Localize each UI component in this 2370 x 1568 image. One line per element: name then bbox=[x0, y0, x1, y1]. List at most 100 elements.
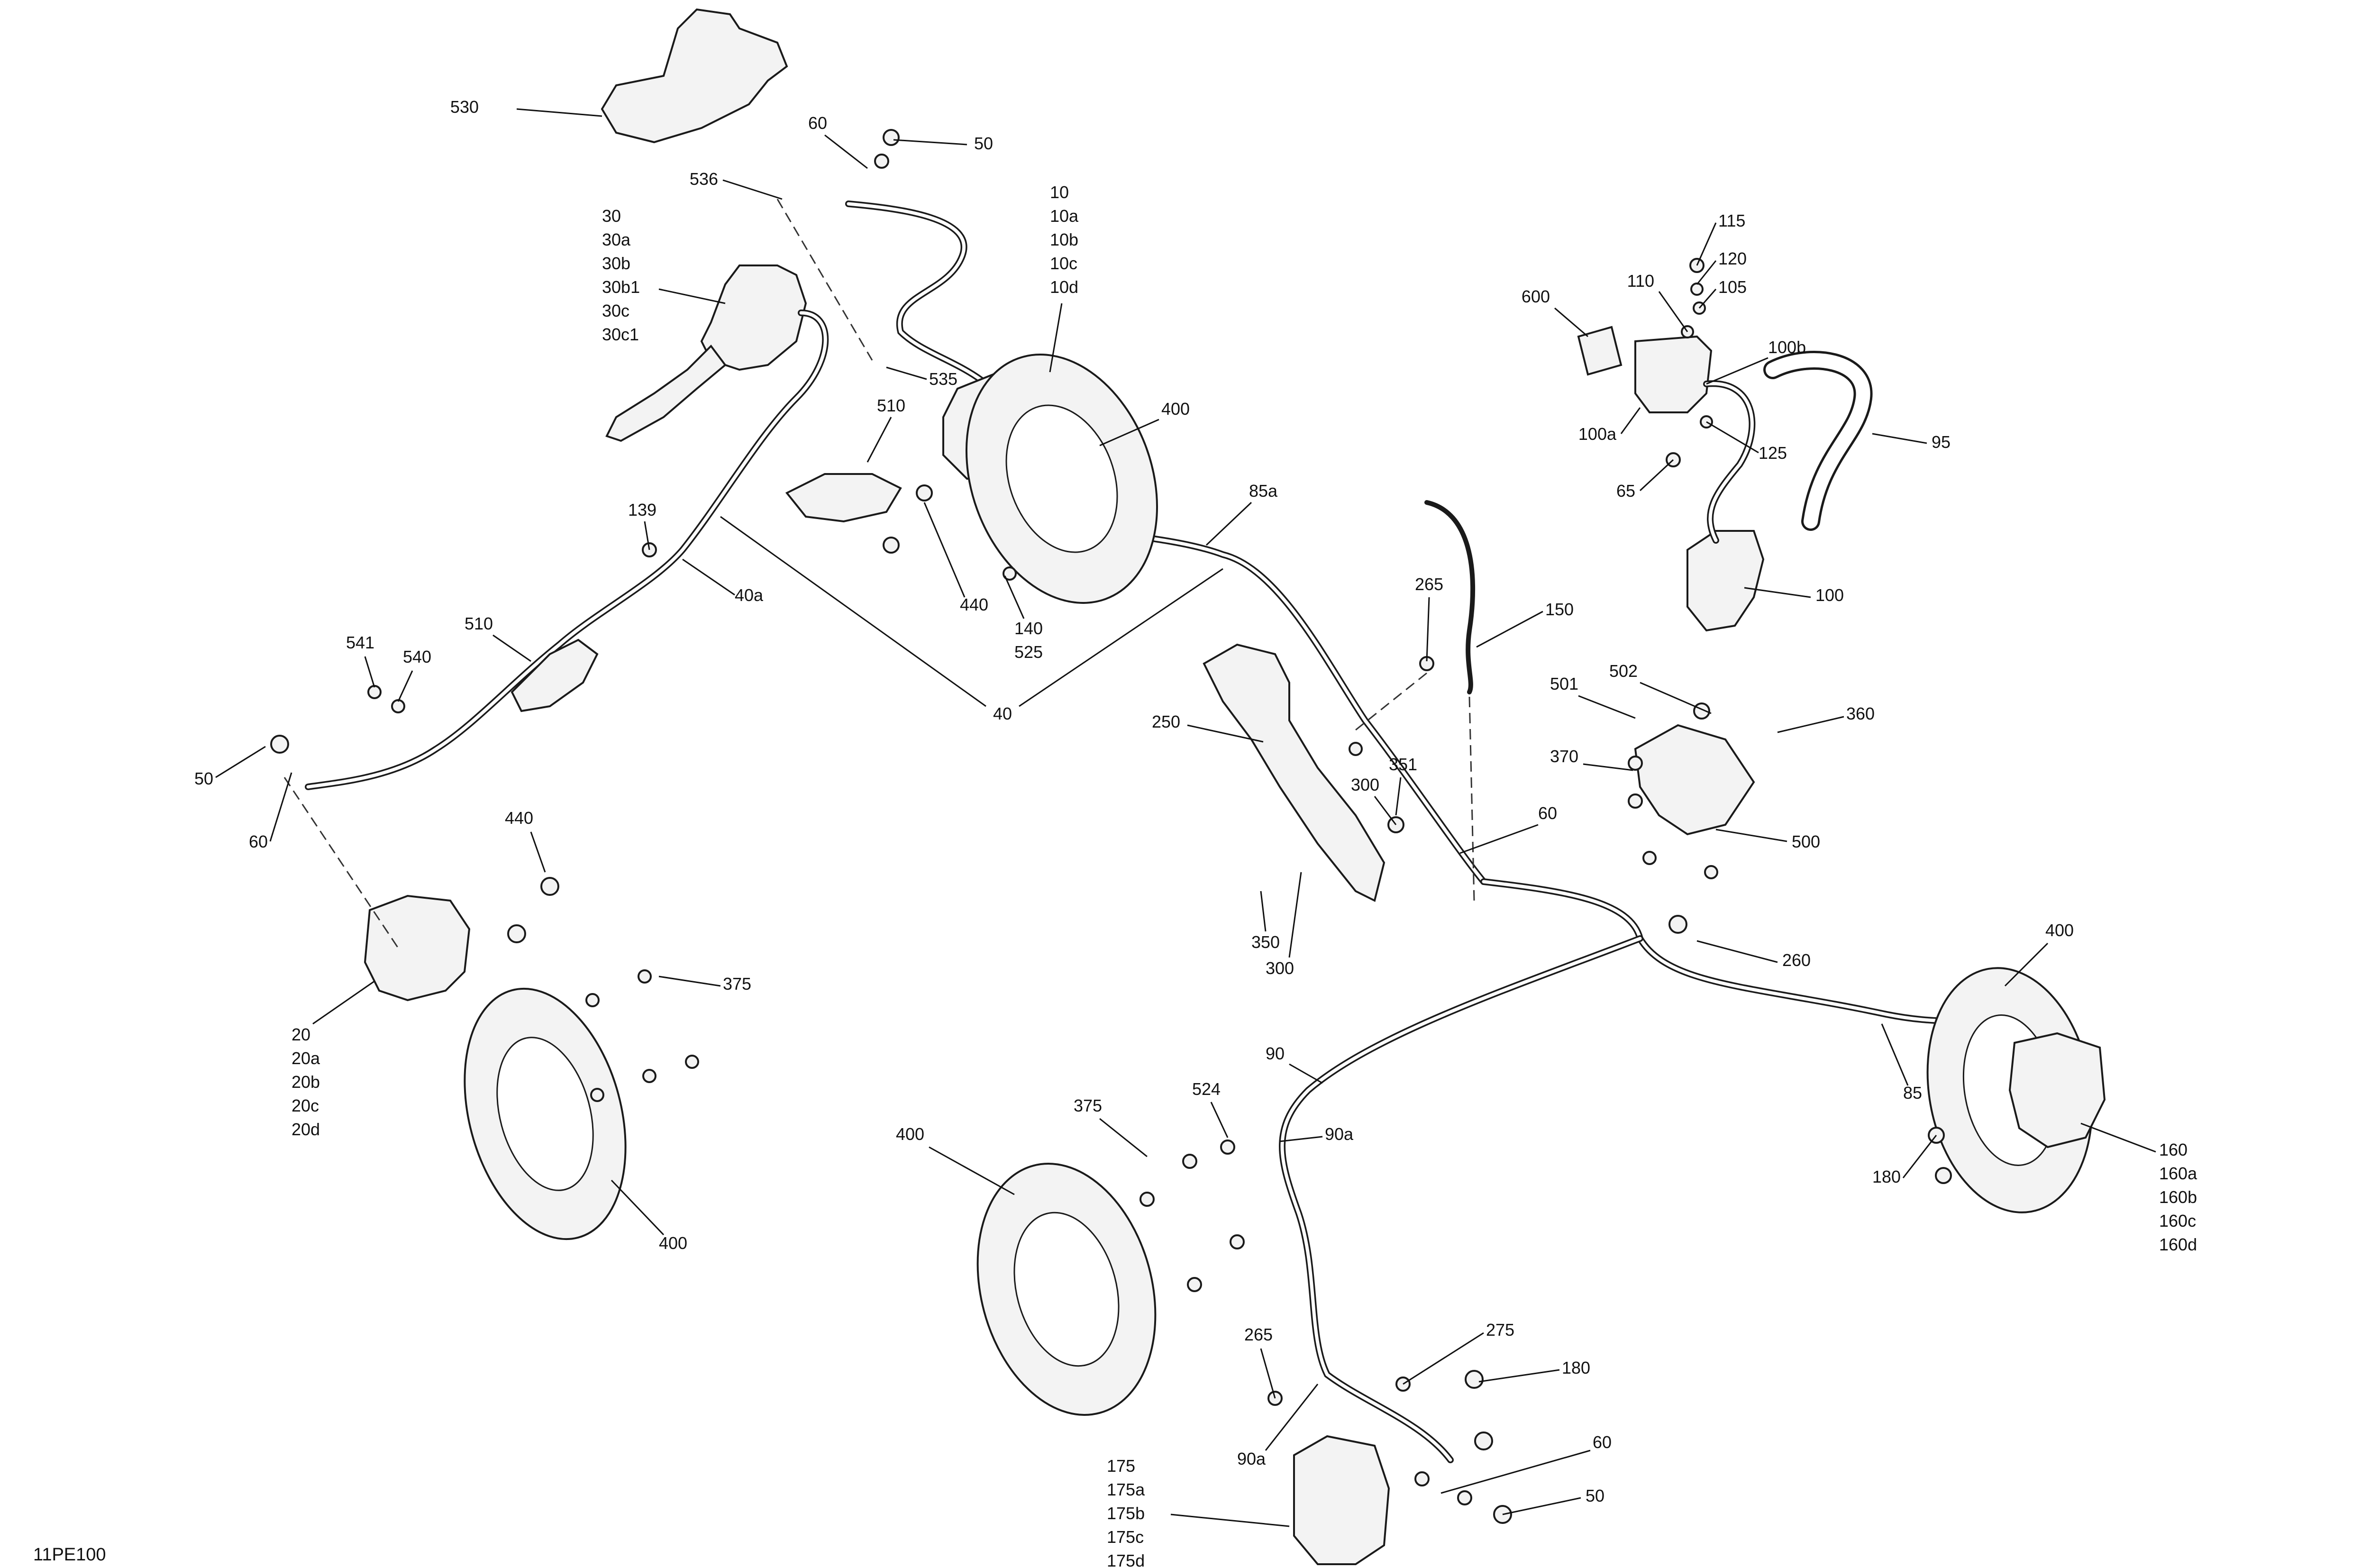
callout-c140: 140 bbox=[1014, 619, 1043, 638]
callout-leader-c536 bbox=[722, 179, 783, 200]
callout-leader-c150 bbox=[1476, 611, 1543, 648]
callout-c120: 120 bbox=[1718, 249, 1747, 268]
callout-leader-c400a bbox=[1099, 419, 1159, 447]
callout-leader-c50b bbox=[215, 746, 266, 778]
line-art bbox=[270, 8, 2106, 1565]
callout-c20c: 20c bbox=[292, 1096, 319, 1115]
clamp-600 bbox=[1577, 326, 1623, 376]
callout-c30b1: 30b1 bbox=[602, 277, 640, 297]
callout-leader-c501 bbox=[1578, 695, 1636, 719]
callout-leader-c530 bbox=[516, 108, 602, 117]
callout-c530: 530 bbox=[450, 97, 479, 117]
callout-leader-c40a bbox=[682, 558, 735, 596]
callout-leader-c140 bbox=[1004, 575, 1025, 619]
reservoir-hose-100b bbox=[1703, 380, 1756, 544]
callout-c250: 250 bbox=[1152, 712, 1180, 731]
callout-c600: 600 bbox=[1522, 287, 1550, 306]
callout-c501: 501 bbox=[1550, 674, 1578, 693]
callout-c50b: 50 bbox=[194, 769, 213, 788]
callout-leader-c300a bbox=[1374, 796, 1397, 825]
callout-c65: 65 bbox=[1616, 481, 1635, 501]
callout-c500: 500 bbox=[1792, 832, 1820, 851]
callout-c150: 150 bbox=[1545, 600, 1574, 619]
callout-leader-c85 bbox=[1881, 1023, 1909, 1086]
callout-c10: 10 bbox=[1050, 182, 1069, 202]
callout-leader-c180b bbox=[1478, 1369, 1560, 1383]
brake-disc-400-bottom bbox=[976, 1163, 1157, 1416]
callout-c440a: 440 bbox=[960, 595, 988, 614]
callout-leader-c60d bbox=[1440, 1449, 1591, 1494]
callout-leader-c600 bbox=[1554, 307, 1588, 337]
callout-leader-c30b1 bbox=[658, 288, 726, 304]
callout-c400a: 400 bbox=[1161, 399, 1190, 419]
callout-leader-c65 bbox=[1639, 459, 1674, 492]
callout-leader-c440b bbox=[530, 831, 546, 873]
callout-c10a: 10a bbox=[1050, 206, 1079, 226]
callout-c10d: 10d bbox=[1050, 277, 1078, 297]
fasteners bbox=[270, 129, 1952, 1524]
callout-leader-c100 bbox=[1744, 587, 1811, 598]
callout-c524: 524 bbox=[1192, 1079, 1221, 1099]
callout-leader-c85a bbox=[1205, 501, 1252, 546]
callout-leader-c100b bbox=[1706, 357, 1768, 385]
callout-c10b: 10b bbox=[1050, 230, 1078, 249]
callout-c20d: 20d bbox=[292, 1120, 320, 1139]
caliper-20 bbox=[364, 894, 471, 1002]
callout-c400c: 400 bbox=[896, 1124, 924, 1144]
callout-c502: 502 bbox=[1609, 661, 1638, 681]
callout-c139: 139 bbox=[628, 500, 656, 520]
callout-leader-c502 bbox=[1640, 682, 1712, 714]
callout-c60c: 60 bbox=[249, 832, 268, 851]
callout-leader-c95 bbox=[1872, 433, 1927, 444]
callout-leader-c510b bbox=[492, 634, 531, 662]
callout-leader-c260 bbox=[1696, 940, 1778, 963]
callout-c510b: 510 bbox=[465, 614, 493, 633]
callout-leader-c375a bbox=[658, 975, 721, 987]
brake-hose-upper bbox=[845, 201, 1487, 885]
callout-c300a: 300 bbox=[1351, 775, 1379, 794]
callout-c115: 115 bbox=[1718, 211, 1745, 230]
callout-c536: 536 bbox=[690, 169, 718, 189]
callout-leader-c125 bbox=[1706, 421, 1759, 454]
callout-leader-c351 bbox=[1395, 777, 1402, 816]
brake-disc-400-top bbox=[965, 354, 1158, 604]
callout-leader-c105 bbox=[1698, 289, 1717, 309]
callout-c100b: 100b bbox=[1768, 337, 1806, 357]
brake-lever bbox=[605, 344, 727, 442]
callout-c525: 525 bbox=[1014, 642, 1043, 662]
callout-c100a: 100a bbox=[1578, 424, 1617, 444]
callout-leader-c360 bbox=[1777, 716, 1844, 733]
brake-disc-400-left bbox=[464, 987, 627, 1240]
callout-c180b: 180 bbox=[1562, 1358, 1590, 1377]
callout-c370: 370 bbox=[1550, 747, 1578, 766]
callout-c400d: 400 bbox=[659, 1233, 687, 1253]
callout-c50a: 50 bbox=[974, 134, 993, 153]
brake-pedal-250 bbox=[1203, 643, 1386, 902]
callout-c160a: 160a bbox=[2159, 1164, 2197, 1183]
callout-leader-c139 bbox=[644, 521, 650, 550]
bracket-500 bbox=[1634, 724, 1755, 836]
callout-leader-c265b bbox=[1260, 1348, 1276, 1399]
reservoir-100a bbox=[1634, 335, 1713, 413]
callout-c175a: 175a bbox=[1107, 1480, 1145, 1499]
callout-c60d: 60 bbox=[1593, 1432, 1612, 1452]
sensor-cable-150 bbox=[1424, 500, 1476, 694]
callout-leader-c90 bbox=[1289, 1063, 1323, 1084]
callout-c30: 30 bbox=[602, 206, 621, 226]
callout-leader-c400b bbox=[2004, 942, 2049, 987]
callout-leader-c90a bbox=[1279, 1136, 1323, 1142]
callout-c60a: 60 bbox=[808, 113, 827, 133]
callout-c175d: 175d bbox=[1107, 1551, 1145, 1568]
callout-leader-c535 bbox=[886, 366, 927, 380]
callout-leader-c500 bbox=[1715, 829, 1787, 842]
callout-c85: 85 bbox=[1903, 1083, 1922, 1103]
caliper-160 bbox=[2008, 1032, 2106, 1149]
callout-leader-c265a bbox=[1426, 597, 1430, 662]
callout-leader-c90a2 bbox=[1265, 1384, 1319, 1451]
callout-c110: 110 bbox=[1627, 271, 1654, 291]
callout-leader-c50a bbox=[893, 139, 967, 146]
rear-master-cylinder-100 bbox=[1686, 530, 1765, 632]
callout-c351: 351 bbox=[1389, 755, 1417, 774]
callout-leader-c510a bbox=[866, 417, 892, 463]
